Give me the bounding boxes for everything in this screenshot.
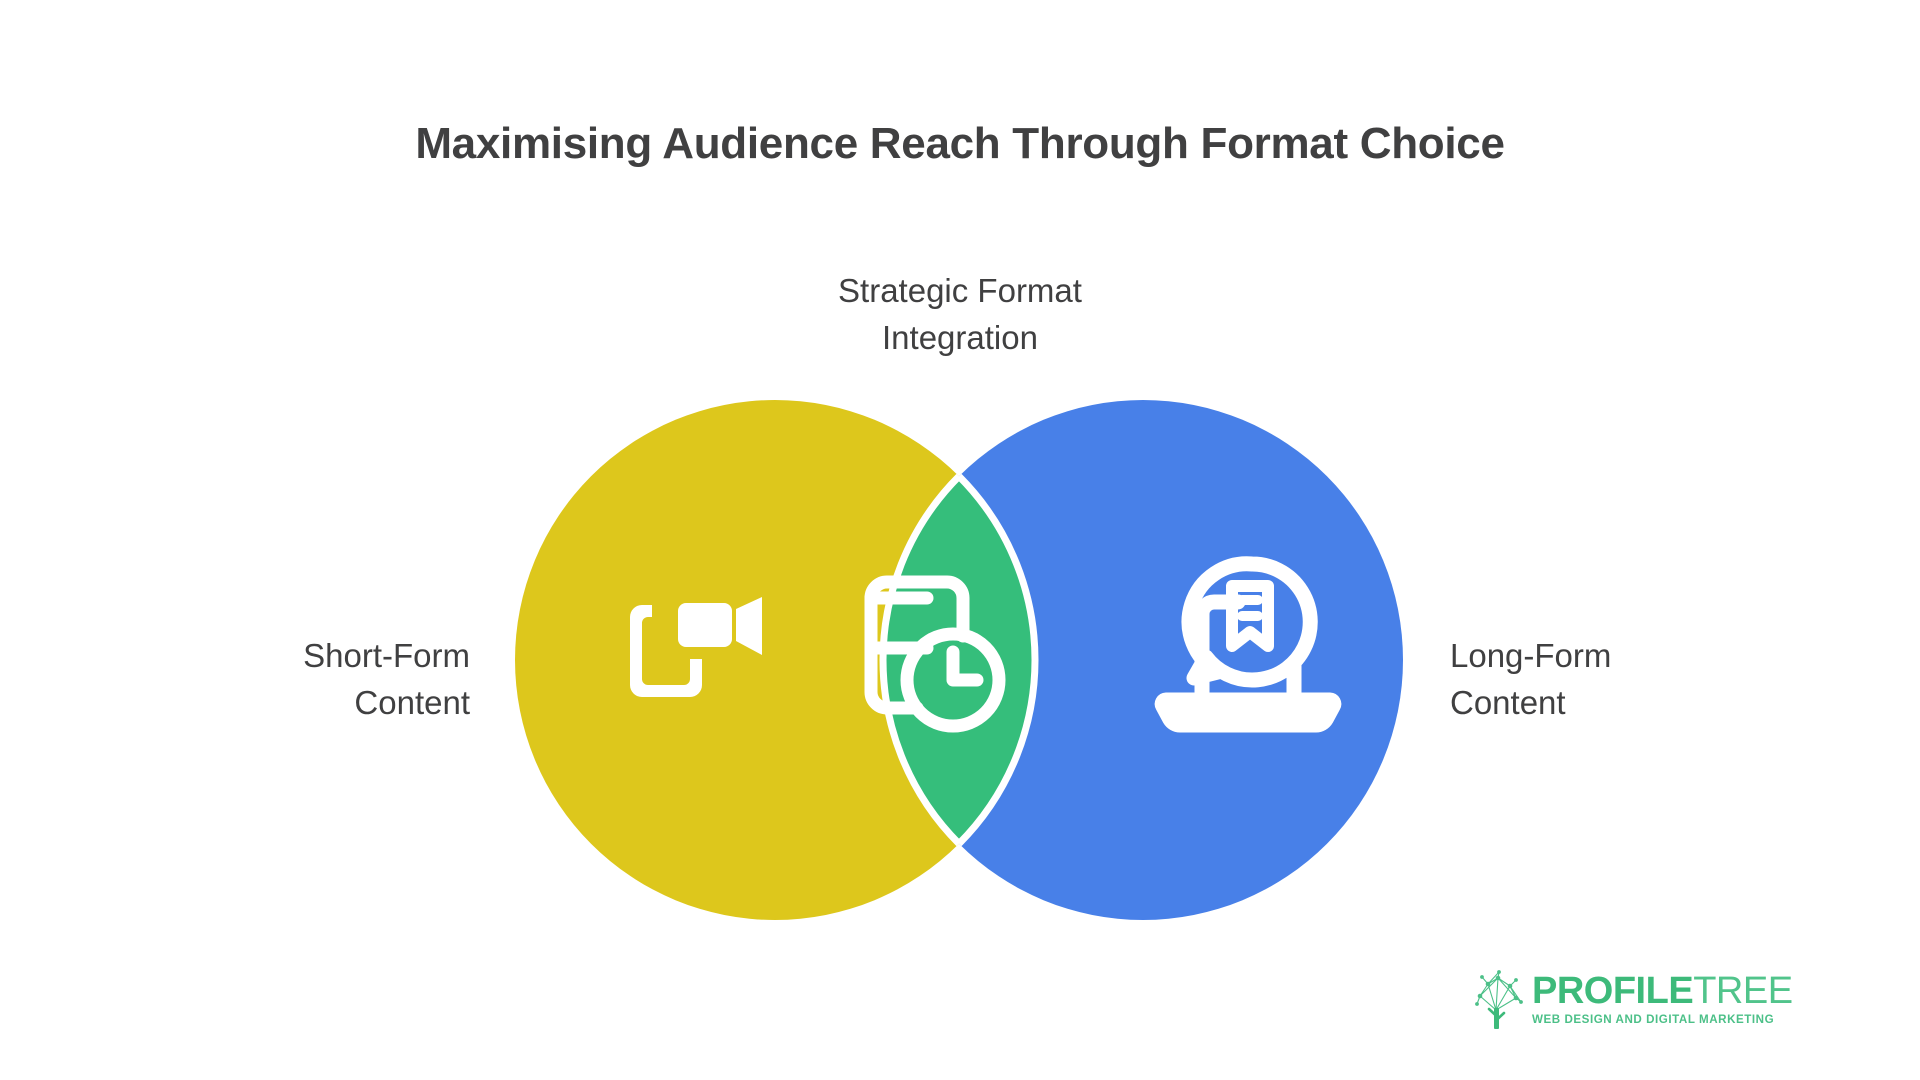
mobile-video-icon (630, 595, 762, 697)
label-long-form-content: Long-Form Content (1450, 633, 1800, 727)
label-short-form-line-1: Short-Form (303, 637, 470, 674)
overlap-caption-line-1: Strategic Format (838, 272, 1082, 309)
venn-intersection-outline (879, 400, 1035, 920)
profiletree-logo[interactable]: PROFILETREE WEB DESIGN AND DIGITAL MARKE… (1468, 968, 1793, 1030)
overlap-caption: Strategic Format Integration (660, 268, 1260, 362)
venn-circle-short-form[interactable] (515, 400, 1035, 920)
laptop-article-icon (1154, 556, 1342, 733)
logo-word-tree: TREE (1693, 970, 1793, 1013)
logo-word-profile: PROFILE (1532, 970, 1694, 1013)
label-short-form-line-2: Content (354, 683, 470, 721)
logo-tagline: WEB DESIGN AND DIGITAL MARKETING (1532, 1013, 1775, 1027)
page-title: Maximising Audience Reach Through Format… (415, 119, 1505, 168)
label-long-form-line-2: Content (1450, 683, 1566, 721)
scroll-clock-icon (864, 575, 1006, 733)
logo-text: PROFILETREE WEB DESIGN AND DIGITAL MARKE… (1532, 972, 1793, 1026)
label-short-form-content: Short-Form Content (120, 633, 470, 727)
overlap-caption-line-2: Integration (882, 318, 1038, 356)
logo-wordmark: PROFILETREE (1532, 972, 1793, 1010)
label-long-form-line-1: Long-Form (1450, 637, 1612, 674)
network-tree-icon (1475, 970, 1523, 1029)
venn-circle-long-form[interactable] (883, 400, 1403, 920)
